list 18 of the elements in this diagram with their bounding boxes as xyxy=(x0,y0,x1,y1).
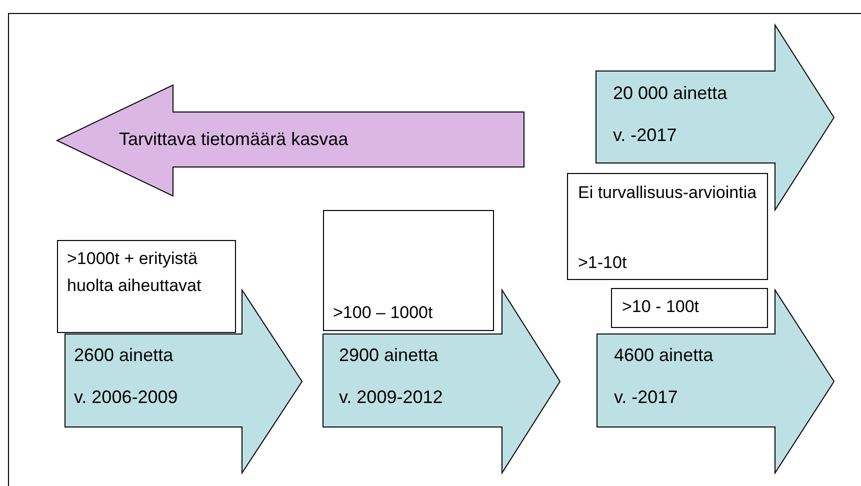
arrow-label: 2600 ainetta xyxy=(74,344,174,366)
arrow-label: v. 2006-2009 xyxy=(74,386,179,408)
text-box xyxy=(57,240,236,333)
box-text: >10 - 100t xyxy=(622,296,700,318)
arrow-label: 4600 ainetta xyxy=(614,344,714,366)
arrow-label: Tarvittava tietomäärä kasvaa xyxy=(119,128,350,150)
box-text: >100 – 1000t xyxy=(333,302,434,324)
arrow-label: v. 2009-2012 xyxy=(339,386,444,408)
text-box xyxy=(323,210,494,331)
box-text: >1000t + erityistä huolta aiheuttavat xyxy=(67,248,202,297)
arrow-label: v. -2017 xyxy=(613,124,678,146)
box-text: Ei turvallisuus-arviointia xyxy=(578,182,757,204)
box-text: >1-10t xyxy=(578,252,628,274)
arrow-label: 2900 ainetta xyxy=(339,344,440,366)
text-box xyxy=(567,173,768,280)
arrow-label: 20 000 ainetta xyxy=(613,82,728,104)
text-box xyxy=(611,288,768,328)
arrow-label: v. -2017 xyxy=(614,386,679,408)
